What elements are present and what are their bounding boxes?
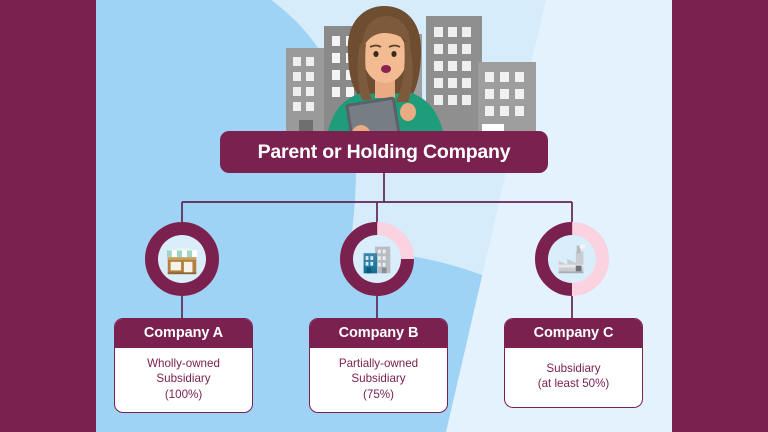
company-a-desc-line2: Subsidiary [156, 372, 211, 386]
company-c-desc-line2: (at least 50%) [537, 377, 610, 391]
ring-c-icon-well [548, 235, 596, 283]
hero-illustration [286, 6, 536, 150]
ownership-ring-company-a [145, 222, 219, 296]
ring-b-icon-well [353, 235, 401, 283]
company-card-b[interactable]: Company B Partially-owned Subsidiary (75… [309, 318, 448, 414]
company-card-c[interactable]: Company C Subsidiary (at least 50%) [504, 318, 643, 408]
ownership-ring-company-b [340, 222, 414, 296]
donut-100-percent [145, 222, 219, 296]
donut-75-percent [340, 222, 414, 296]
company-a-description: Wholly-owned Subsidiary (100%) [115, 348, 252, 412]
factory-icon [558, 244, 586, 274]
ring-a-icon-well [158, 235, 206, 283]
parent-company-banner[interactable]: Parent or Holding Company [220, 131, 548, 173]
company-b-title: Company B [310, 319, 447, 348]
company-b-description: Partially-owned Subsidiary (75%) [310, 348, 447, 412]
donut-50-percent [535, 222, 609, 296]
company-b-desc-line1: Partially-owned [338, 357, 419, 370]
diagram-canvas: Parent or Holding Company [96, 0, 672, 432]
company-a-desc-line3: (100%) [164, 387, 203, 401]
company-c-title: Company C [505, 319, 642, 348]
company-card-a[interactable]: Company A Wholly-owned Subsidiary (100%) [114, 318, 253, 414]
ownership-ring-company-c [535, 222, 609, 296]
company-b-desc-line3: (75%) [363, 387, 394, 401]
company-a-desc-line1: Wholly-owned [147, 357, 220, 370]
company-c-desc-line1: Subsidiary [546, 362, 601, 375]
office-buildings-icon [363, 246, 391, 274]
company-a-title: Company A [115, 319, 252, 348]
company-c-description: Subsidiary (at least 50%) [505, 348, 642, 407]
company-b-desc-line2: Subsidiary [351, 372, 406, 386]
storefront-icon [166, 248, 198, 275]
